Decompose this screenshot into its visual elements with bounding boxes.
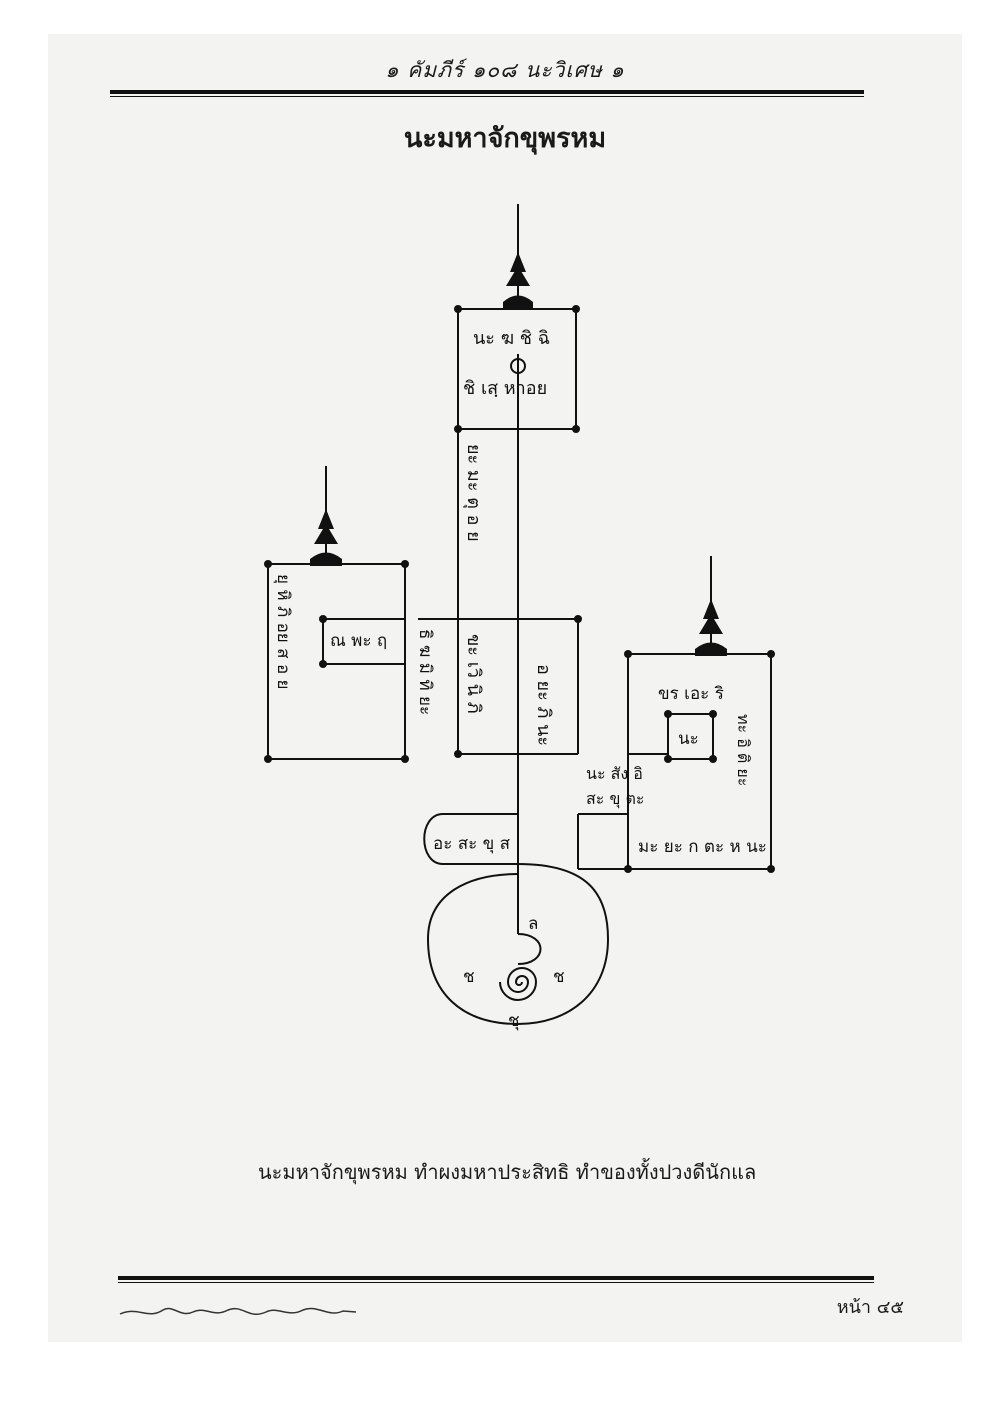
yantra-scroll-text: อะ สะ ขุ ส bbox=[433, 834, 511, 854]
yantra-left-right-col: ธิ ฆ มิ ทิ ยะ bbox=[415, 629, 435, 715]
yantra-stem-right-a: ขะ เวิ นิ ภิ bbox=[463, 634, 484, 714]
header-title: ๑ คัมภีร์ ๑๐๘ นะวิเศษ ๑ bbox=[385, 58, 625, 82]
yantra-spiral-left: ช bbox=[463, 967, 475, 987]
yantra-spiral-bottom: ชุ bbox=[508, 1011, 520, 1031]
yantra-scroll bbox=[423, 813, 610, 1026]
yantra-spiral-top: ล bbox=[528, 914, 538, 934]
yantra-stem-right-b: อ ยะ ภิ นะ bbox=[533, 664, 554, 746]
yantra-right-mid1: นะ สัง อิ bbox=[586, 764, 643, 783]
yantra-diagram: นะ ฆ ชิ ฉิ ชิ เสฺ หาอย ยะ มะ ตุ อ ย ขะ เ… bbox=[264, 204, 775, 1031]
document-page: ๑ คัมภีร์ ๑๐๘ นะวิเศษ ๑ นะมหาจักขุพรหม bbox=[48, 34, 962, 1342]
signature-image bbox=[119, 1307, 357, 1315]
yantra-right-inner: นะ bbox=[678, 729, 699, 749]
yantra-left-inner: ณ พะ ฤ bbox=[330, 631, 387, 651]
yantra-left-col: ยุ หิ ภิ อย ส อ ย bbox=[273, 574, 293, 690]
yantra-right-inner-box bbox=[667, 713, 714, 760]
footer-rule bbox=[118, 1276, 874, 1283]
yantra-right-bottom: มะ ยะ ก ตะ ห นะ bbox=[638, 837, 767, 857]
yantra-spiral bbox=[499, 967, 538, 1001]
yantra-top-row1: นะ ฆ ชิ ฉิ bbox=[473, 328, 550, 349]
yantra-stem-left: ยะ มะ ตุ อ ย bbox=[463, 444, 484, 542]
yantra-left-inner-box bbox=[322, 618, 406, 665]
yantra-right-mid2: สะ ขุ ตะ bbox=[586, 789, 644, 809]
header-rule bbox=[110, 90, 864, 97]
page-title: นะมหาจักขุพรหม bbox=[403, 123, 607, 154]
yantra-right-side: ทะ อิ ติ ยะ bbox=[734, 714, 753, 786]
yantra-top-row2: ชิ เสฺ หาอย bbox=[463, 378, 547, 399]
yantra-right-top: ขร เอะ ริ bbox=[658, 684, 724, 704]
yantra-spiral-right: ช bbox=[553, 967, 565, 987]
page-number: หน้า ๔๕ bbox=[836, 1297, 904, 1318]
caption: นะมหาจักขุพรหม ทำผงมหาประสิทธิ ทำของทั้ง… bbox=[258, 1160, 757, 1184]
